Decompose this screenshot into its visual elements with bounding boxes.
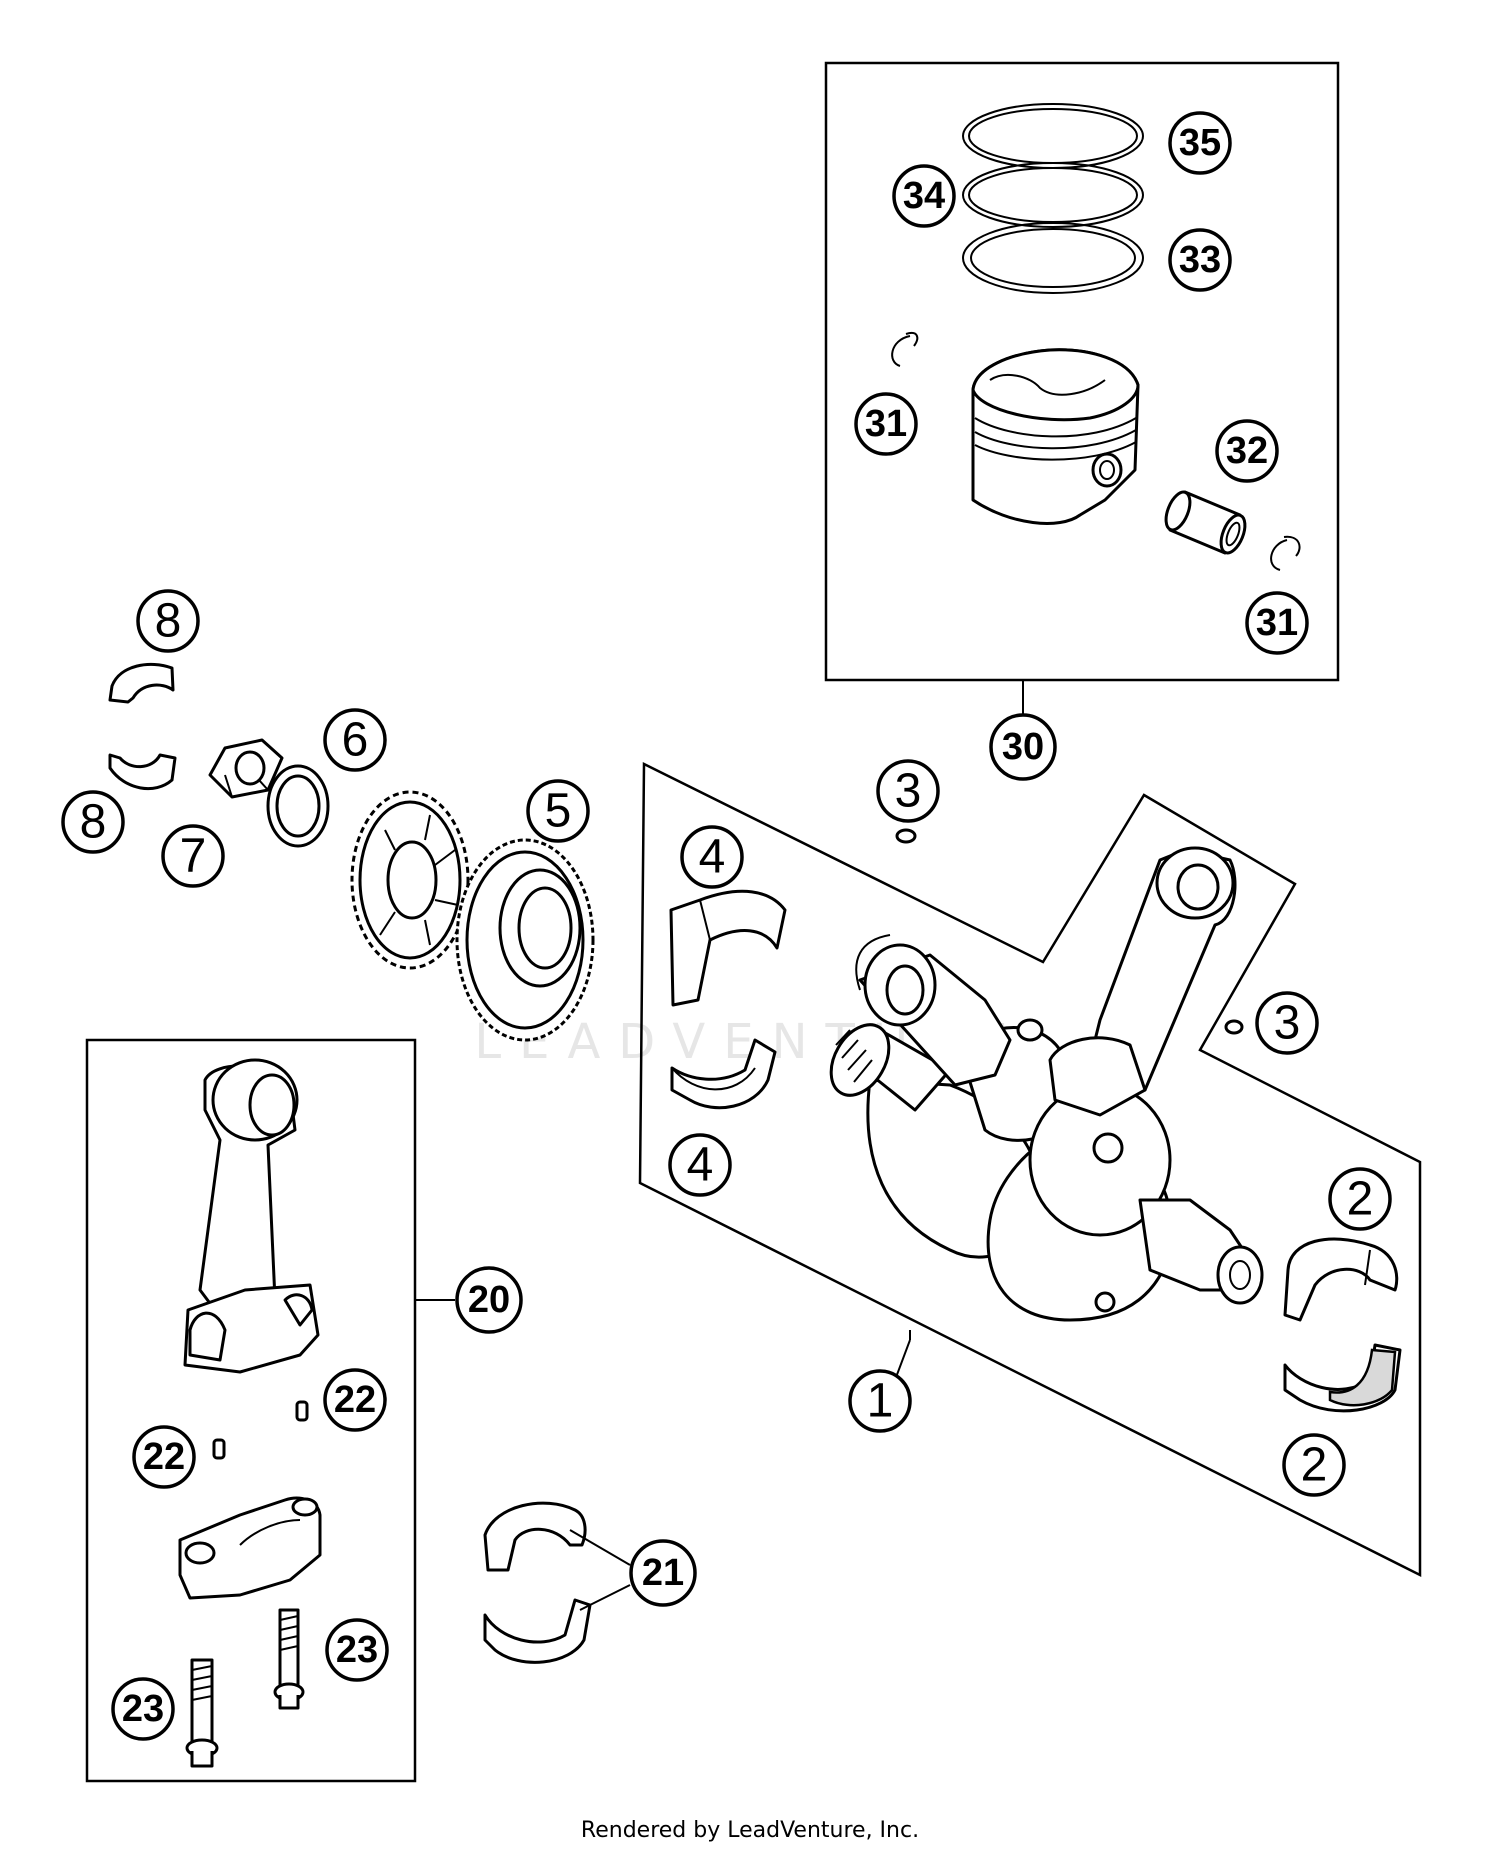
callout-21: 21 (629, 1539, 697, 1607)
gear-5 (455, 838, 595, 1042)
svg-text:32: 32 (1226, 430, 1268, 472)
callout-22-left: 22 (132, 1425, 196, 1489)
crankshaft-group (638, 761, 1422, 1578)
svg-text:20: 20 (468, 1279, 510, 1321)
bearing-shell-8-lower (108, 753, 177, 790)
svg-text:31: 31 (1256, 602, 1298, 644)
piston-ring-33 (962, 222, 1144, 294)
svg-text:8: 8 (80, 796, 107, 849)
conrod-bearing-shell-21-lower (483, 1584, 631, 1664)
washer-6 (266, 764, 330, 848)
svg-text:22: 22 (143, 1436, 185, 1478)
callout-7: 7 (161, 824, 225, 888)
callouts: 35 34 33 31 32 31 30 8 8 7 6 5 3 3 4 4 2… (61, 111, 1392, 1741)
assembled-conrod-left (855, 934, 1012, 1087)
callout-22-right: 22 (323, 1368, 387, 1432)
callout-2-bottom: 2 (1282, 1433, 1346, 1497)
piston-kit-frame (824, 61, 1340, 682)
callout-23-left: 23 (111, 1677, 175, 1741)
circlip-31-right (1270, 535, 1301, 571)
svg-text:2: 2 (1301, 1439, 1328, 1492)
connecting-rod-20 (183, 1058, 320, 1374)
bearing-shell-8-upper (108, 662, 175, 704)
circlip-31-left (891, 332, 919, 367)
dowel-22a (295, 1400, 309, 1422)
callout-2-top: 2 (1328, 1167, 1392, 1231)
main-bearing-shell-2-upper (1283, 1237, 1399, 1322)
callout-34: 34 (892, 164, 956, 228)
main-bearing-shell-4-lower (670, 1038, 777, 1110)
main-bearing-shell-4-upper (669, 889, 787, 1007)
svg-text:4: 4 (699, 831, 726, 884)
conrod-cap (178, 1496, 322, 1600)
svg-text:3: 3 (895, 765, 922, 818)
callout-35: 35 (1168, 111, 1232, 175)
callout-4-top: 4 (680, 825, 744, 889)
callout-4-bottom: 4 (668, 1133, 732, 1197)
svg-text:21: 21 (642, 1552, 684, 1594)
callout-30: 30 (989, 713, 1057, 781)
svg-text:1: 1 (867, 1375, 894, 1428)
callout-8-top: 8 (136, 589, 200, 653)
assembled-conrod-right (1016, 846, 1237, 1117)
piston-ring-34 (962, 162, 1144, 228)
svg-text:35: 35 (1179, 122, 1221, 164)
woodruff-key-3a (895, 828, 917, 844)
svg-text:30: 30 (1002, 726, 1044, 768)
callout-3-right: 3 (1255, 991, 1319, 1055)
svg-text:23: 23 (122, 1688, 164, 1730)
crankshaft (829, 1023, 1264, 1322)
callout-20: 20 (455, 1266, 523, 1334)
callout-1: 1 (848, 1369, 912, 1433)
piston-kit-group (824, 61, 1340, 715)
svg-text:2: 2 (1347, 1173, 1374, 1226)
conrod-bearing-shell-21-upper (483, 1501, 631, 1572)
svg-text:8: 8 (155, 595, 182, 648)
callout-32: 32 (1215, 419, 1279, 483)
piston (971, 348, 1140, 525)
callout-23-right: 23 (325, 1618, 389, 1682)
callout-6: 6 (323, 708, 387, 772)
callout-8-bottom: 8 (61, 790, 125, 854)
svg-text:5: 5 (545, 785, 572, 838)
svg-text:3: 3 (1274, 997, 1301, 1050)
footer-credit: Rendered by LeadVenture, Inc. (580, 1818, 920, 1843)
main-bearing-shell-2-lower (1283, 1343, 1402, 1413)
crankshaft-frame (638, 761, 1422, 1578)
svg-text:6: 6 (342, 714, 369, 767)
callout-33: 33 (1168, 228, 1232, 292)
woodruff-key-3b (1224, 1019, 1244, 1035)
callout-31-right: 31 (1245, 591, 1309, 655)
callout-3-top: 3 (876, 759, 940, 823)
nut-7 (208, 738, 284, 799)
svg-text:23: 23 (336, 1629, 378, 1671)
svg-text:4: 4 (687, 1139, 714, 1192)
conrod-kit-frame (85, 1038, 417, 1783)
piston-ring-35 (962, 103, 1144, 169)
conrod-bolt-23a (273, 1608, 305, 1710)
callout-5: 5 (526, 779, 590, 843)
svg-text:34: 34 (903, 175, 945, 217)
piston-pin-32 (1164, 490, 1247, 555)
svg-text:31: 31 (865, 403, 907, 445)
dowel-22b (212, 1438, 226, 1460)
svg-text:22: 22 (334, 1379, 376, 1421)
conrod-bolt-23b (185, 1658, 219, 1768)
svg-text:33: 33 (1179, 239, 1221, 281)
svg-text:7: 7 (180, 830, 207, 883)
sprocket-gear (350, 790, 470, 970)
callout-31-left: 31 (854, 392, 918, 456)
conrod-kit-group (85, 1038, 455, 1783)
